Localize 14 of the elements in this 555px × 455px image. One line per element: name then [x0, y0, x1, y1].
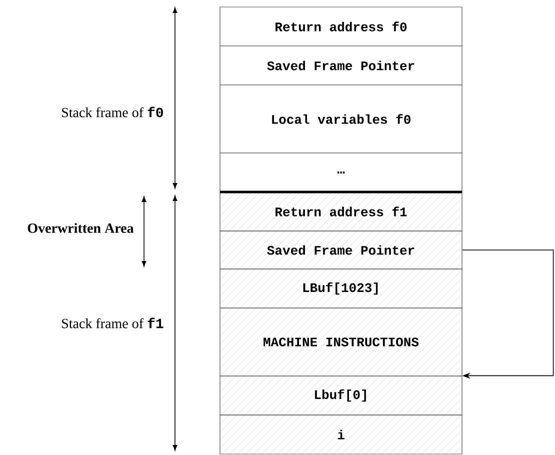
stack-cell: Saved Frame Pointer: [220, 46, 462, 86]
stack-cell: i: [220, 414, 462, 454]
side-label: Stack frame of f1: [62, 318, 164, 328]
stack-cell: MACHINE INSTRUCTIONS: [220, 308, 462, 376]
arrow: [462, 250, 554, 379]
side-label: Overwritten Area: [28, 223, 134, 233]
stack-cell: Return address f0: [220, 6, 462, 46]
stack-cell: Lbuf[0]: [220, 376, 462, 416]
stack-cell: …: [220, 152, 462, 192]
stack-cell: LBuf[1023]: [220, 268, 462, 308]
stack-cell: Saved Frame Pointer: [220, 230, 462, 270]
stack-cell: Local variables f0: [220, 84, 462, 154]
stack-cell: Return address f1: [220, 192, 462, 232]
side-label: Stack frame of f0: [62, 106, 163, 118]
